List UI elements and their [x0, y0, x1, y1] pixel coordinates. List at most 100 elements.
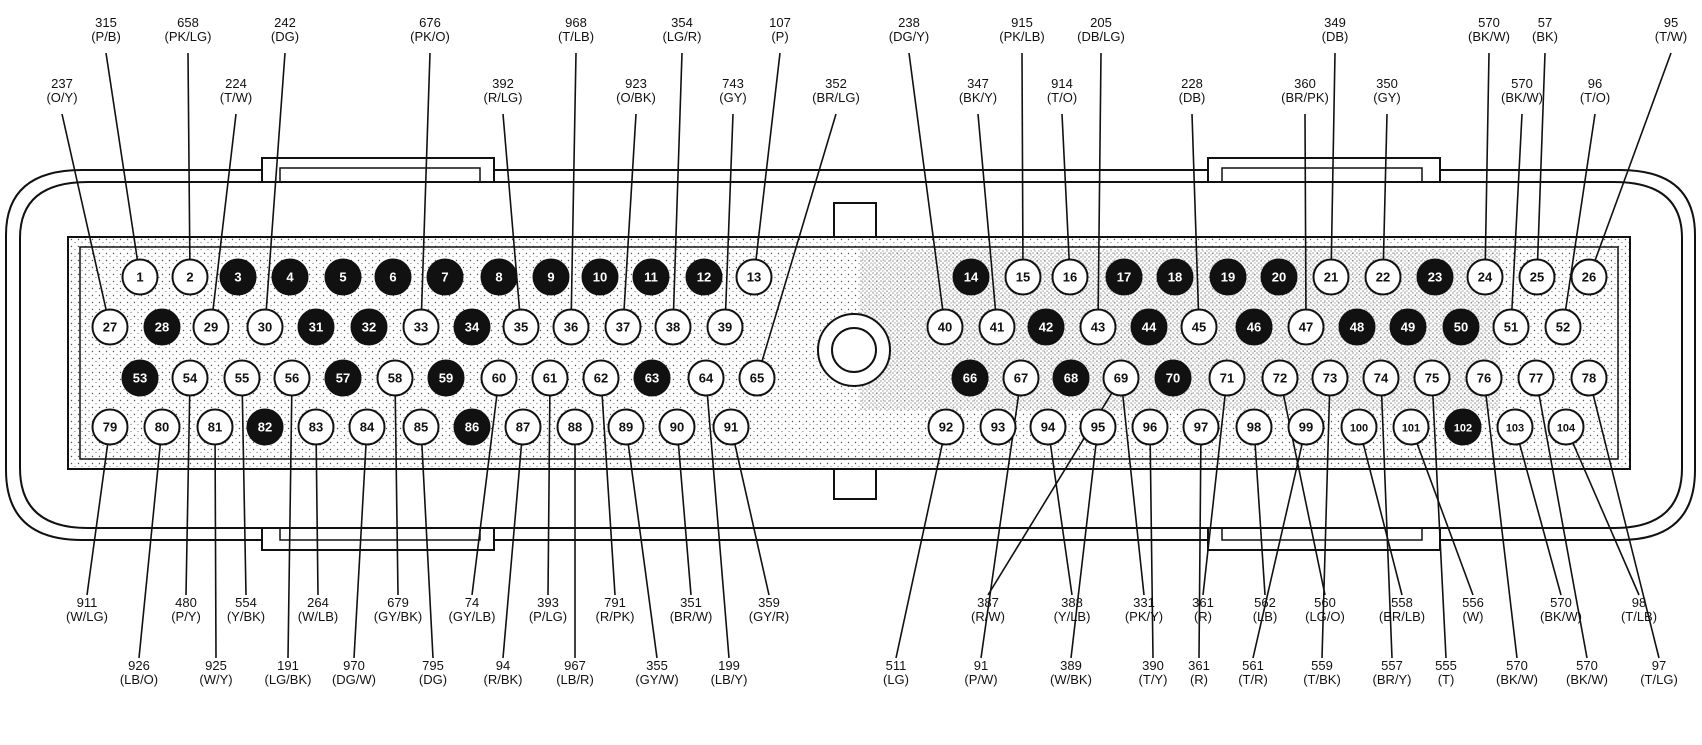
wire-number-bottom-30: 91 — [974, 658, 988, 673]
wire-color-bottom-35: (T/BK) — [1303, 672, 1341, 687]
wire-number-bottom-3: 264 — [307, 595, 329, 610]
pin-23-filled — [1416, 258, 1454, 296]
pin-label-59: 59 — [439, 371, 453, 386]
wire-color-top-21: (T/O) — [1047, 90, 1077, 105]
leader-line-bottom-21 — [214, 444, 217, 659]
leader-line-top-15 — [212, 113, 237, 310]
leader-line-bottom-29 — [895, 443, 944, 659]
pin-65-open — [738, 359, 776, 397]
pin-label-60: 60 — [492, 371, 506, 386]
pin-45-open — [1180, 308, 1218, 346]
pin-label-94: 94 — [1041, 420, 1056, 435]
wire-number-top-17: 923 — [625, 76, 647, 91]
pin-12-filled — [685, 258, 723, 296]
leader-line-bottom-36 — [1380, 395, 1393, 659]
pin-label-78: 78 — [1582, 371, 1596, 386]
leader-line-top-13 — [1594, 52, 1672, 261]
pin-68-filled — [1052, 359, 1090, 397]
wire-color-top-15: (T/W) — [220, 90, 252, 105]
leader-line-bottom-16 — [1362, 443, 1403, 596]
pin-face-inner — [79, 246, 1619, 460]
wire-color-bottom-28: (LB/Y) — [711, 672, 748, 687]
wire-color-bottom-12: (PK/Y) — [1125, 609, 1163, 624]
pin-87-open — [504, 408, 542, 446]
pin-label-92: 92 — [939, 420, 953, 435]
pin-28-filled — [143, 308, 181, 346]
pin-39-open — [706, 308, 744, 346]
wire-number-bottom-32: 390 — [1142, 658, 1164, 673]
pin-label-93: 93 — [991, 420, 1005, 435]
wire-number-top-8: 915 — [1011, 15, 1033, 30]
pin-label-64: 64 — [699, 371, 714, 386]
wire-number-bottom-10: 387 — [977, 595, 999, 610]
pin-label-73: 73 — [1323, 371, 1337, 386]
pin-label-34: 34 — [465, 320, 480, 335]
wire-color-bottom-18: (BK/W) — [1540, 609, 1582, 624]
pin-85-open — [402, 408, 440, 446]
pin-label-83: 83 — [309, 420, 323, 435]
wire-color-bottom-21: (W/Y) — [199, 672, 232, 687]
wire-number-bottom-15: 560 — [1314, 595, 1336, 610]
wire-number-top-13: 95 — [1664, 15, 1678, 30]
wire-number-bottom-5: 74 — [465, 595, 479, 610]
pin-label-23: 23 — [1428, 270, 1442, 285]
pin-label-19: 19 — [1221, 270, 1235, 285]
pin-label-43: 43 — [1091, 320, 1105, 335]
wire-color-top-25: (BK/W) — [1501, 90, 1543, 105]
wire-number-top-22: 228 — [1181, 76, 1203, 91]
pin-44-filled — [1130, 308, 1168, 346]
pin-label-61: 61 — [543, 371, 557, 386]
wire-color-bottom-14: (LB) — [1253, 609, 1278, 624]
pin-label-68: 68 — [1064, 371, 1078, 386]
housing-outer-outline — [5, 169, 1696, 541]
pin-label-8: 8 — [495, 270, 502, 285]
pin-label-21: 21 — [1324, 270, 1338, 285]
leader-line-bottom-40 — [1592, 394, 1660, 659]
leader-line-bottom-8 — [677, 444, 692, 596]
pin-54-open — [171, 359, 209, 397]
wire-number-bottom-35: 559 — [1311, 658, 1333, 673]
pin-label-97: 97 — [1194, 420, 1208, 435]
pin-label-20: 20 — [1272, 270, 1286, 285]
pin-label-101: 101 — [1402, 423, 1420, 435]
wire-number-bottom-9: 359 — [758, 595, 780, 610]
pin-label-4: 4 — [286, 270, 294, 285]
wire-number-bottom-22: 191 — [277, 658, 299, 673]
pin-3-filled — [219, 258, 257, 296]
wire-number-top-9: 205 — [1090, 15, 1112, 30]
pin-label-77: 77 — [1529, 371, 1543, 386]
top-latch-left — [261, 157, 495, 183]
leader-line-bottom-9 — [734, 443, 770, 596]
leader-line-bottom-13 — [1202, 395, 1226, 596]
center-bolt-inner — [831, 327, 877, 373]
pin-label-5: 5 — [339, 270, 346, 285]
pin-label-6: 6 — [389, 270, 396, 285]
pin-50-filled — [1442, 308, 1480, 346]
wire-number-top-15: 224 — [225, 76, 247, 91]
wire-number-bottom-28: 199 — [718, 658, 740, 673]
pin-75-open — [1413, 359, 1451, 397]
leader-line-bottom-23 — [353, 444, 367, 659]
pin-82-filled — [246, 408, 284, 446]
pin-label-26: 26 — [1582, 270, 1596, 285]
pin-label-79: 79 — [103, 420, 117, 435]
leader-line-bottom-38 — [1485, 395, 1518, 659]
wire-color-top-26: (T/O) — [1580, 90, 1610, 105]
pin-36-open — [552, 308, 590, 346]
wire-color-bottom-2: (Y/BK) — [227, 609, 265, 624]
wire-number-top-7: 238 — [898, 15, 920, 30]
pin-label-14: 14 — [964, 270, 979, 285]
pin-61-open — [531, 359, 569, 397]
wire-color-top-19: (BR/LG) — [812, 90, 860, 105]
pin-label-16: 16 — [1063, 270, 1077, 285]
wire-color-top-5: (LG/R) — [663, 29, 702, 44]
wire-number-top-21: 914 — [1051, 76, 1073, 91]
pin-92-open — [927, 408, 965, 446]
pin-81-open — [196, 408, 234, 446]
wire-color-bottom-9: (GY/R) — [749, 609, 789, 624]
pin-62-open — [582, 359, 620, 397]
wire-color-bottom-37: (T) — [1438, 672, 1455, 687]
wire-leader-lines — [61, 52, 1672, 659]
pin-label-63: 63 — [645, 371, 659, 386]
